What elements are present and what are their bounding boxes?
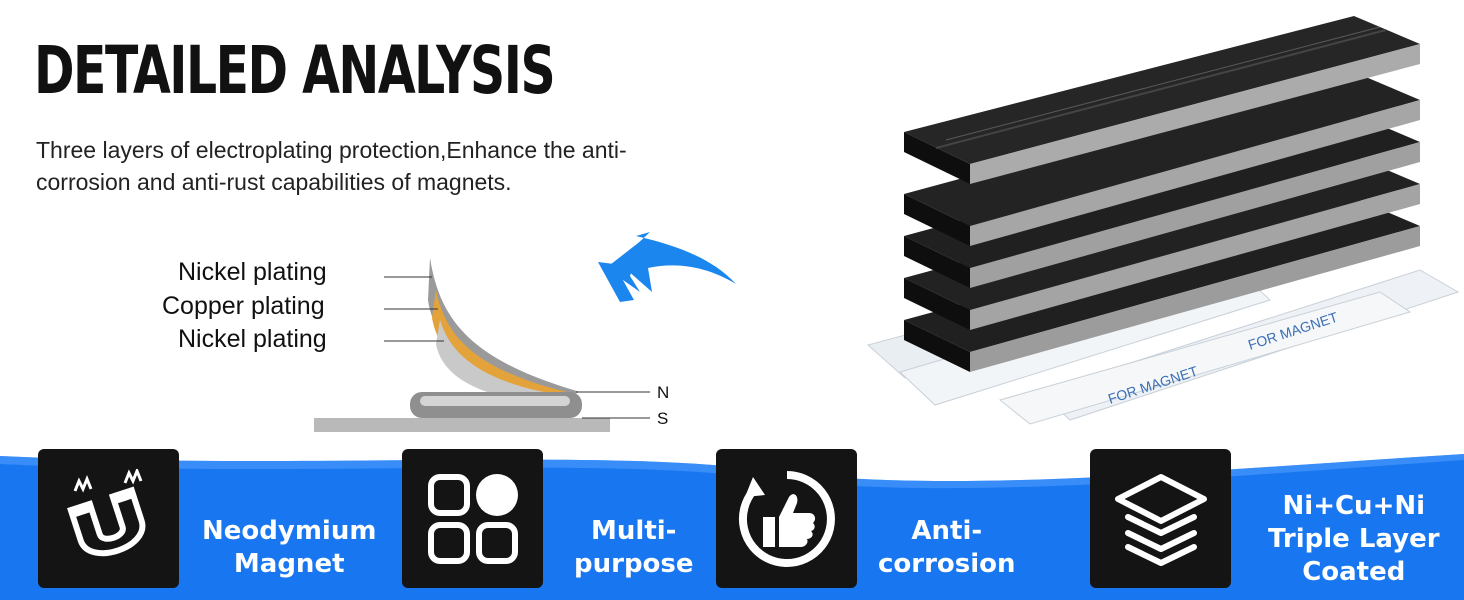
feature-label-anticorrosion: Anti- corrosion [878, 516, 1016, 579]
feature-tile-multipurpose [402, 449, 543, 588]
thumbs-up-icon [738, 470, 835, 567]
layer-label-inner-nickel: Nickel plating [178, 325, 327, 353]
page-title: DETAILED ANALYSIS [34, 32, 556, 109]
feature-label-neodymium: Neodymium Magnet [202, 516, 377, 579]
magnet-stack-image: FOR MAGNET FOR MAGNET [866, 16, 1460, 425]
horseshoe-magnet-icon [66, 468, 145, 556]
feature-label-multipurpose: Multi- purpose [574, 516, 694, 579]
outer-nickel-layer [428, 258, 580, 398]
pole-label-north: N [657, 383, 670, 402]
copper-layer [432, 290, 575, 400]
layer-label-copper: Copper plating [162, 292, 325, 320]
base-board [314, 418, 610, 432]
curved-arrow-icon [598, 232, 736, 302]
layer-label-outer-nickel: Nickel plating [178, 258, 327, 286]
grid-shapes-icon [427, 473, 518, 564]
feature-tile-neodymium [38, 449, 179, 588]
feature-label-triple-layer: Ni+Cu+Ni Triple Layer Coated [1268, 491, 1440, 587]
description-text: Three layers of electroplating protectio… [36, 137, 627, 195]
layers-icon [1114, 473, 1207, 566]
feature-tile-anticorrosion [716, 449, 857, 588]
feature-tile-triple-layer [1090, 449, 1231, 588]
pole-label-south: S [657, 409, 669, 428]
inner-nickel-layer [436, 320, 565, 400]
